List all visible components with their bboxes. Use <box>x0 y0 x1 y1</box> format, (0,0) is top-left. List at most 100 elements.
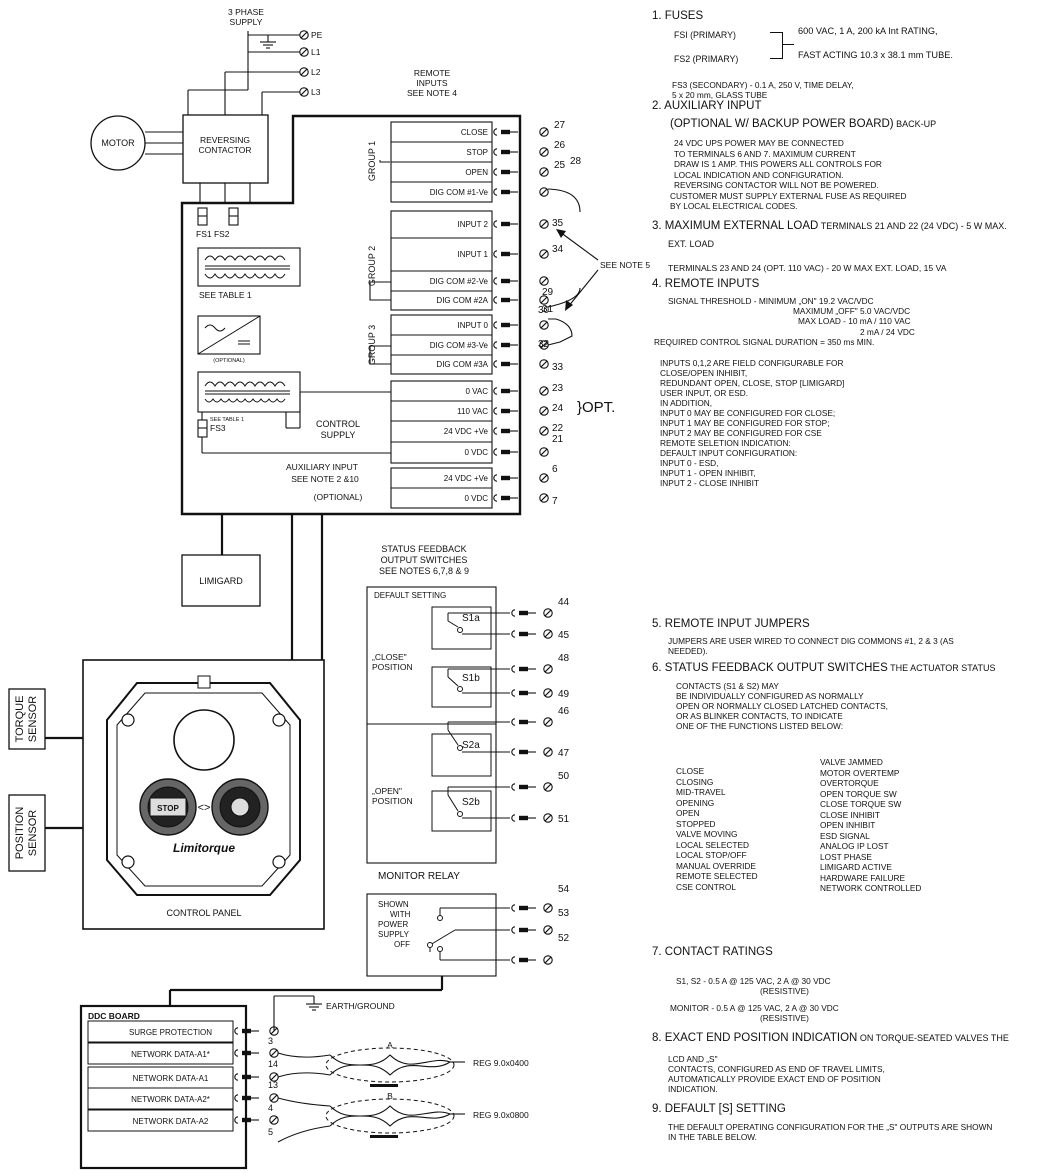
close-position-1: „CLOSE" <box>372 652 407 662</box>
terminal-number: 49 <box>558 689 570 700</box>
terminal-number: 27 <box>554 120 566 131</box>
terminal-number: 25 <box>554 160 566 171</box>
terminal-number: 52 <box>558 933 570 944</box>
connector-icon <box>493 250 519 258</box>
phase-l3: L3 <box>311 87 321 97</box>
input-label: 24 VDC +Ve <box>444 427 489 436</box>
connector-icon <box>511 926 537 934</box>
terminal-icon <box>539 219 549 229</box>
input-label: INPUT 1 <box>457 250 488 259</box>
terminal-icon <box>539 147 549 157</box>
note-line: INPUTS 0,1,2 ARE FIELD CONFIGURABLE FOR <box>660 358 844 368</box>
connector-icon <box>511 718 537 726</box>
see-note-5: SEE NOTE 5 <box>600 260 650 270</box>
input-label: INPUT 0 <box>457 321 488 330</box>
terminal-number: 29 <box>542 287 554 298</box>
position-sensor-box <box>8 794 46 872</box>
note-line: THE DEFAULT OPERATING CONFIGURATION FOR … <box>668 1122 993 1132</box>
monitor-shown-3: POWER <box>378 920 408 929</box>
motor-label: MOTOR <box>101 138 135 148</box>
terminal-icon <box>539 447 549 457</box>
note-1-fs2: FS2 (PRIMARY) <box>674 54 739 64</box>
note-line: MANUAL OVERRIDE <box>676 860 756 871</box>
torque-sensor-2: SENSOR <box>27 696 39 743</box>
note-1-spec-1: 600 VAC, 1 A, 200 kA Int RATING, <box>798 26 938 36</box>
aux-input-3: (OPTIONAL) <box>314 492 363 502</box>
contactor-label-2: CONTACTOR <box>198 145 251 155</box>
note-line: ONE OF THE FUNCTIONS LISTED BELOW: <box>676 721 844 731</box>
earth-ground: EARTH/GROUND <box>326 1001 395 1011</box>
note-9-title: 9. DEFAULT [S] SETTING <box>652 1103 786 1115</box>
cable-b: B REG 9.0x0800 <box>277 1091 529 1143</box>
note-line: STOPPED <box>676 818 716 829</box>
note-2-title: 2. AUXILIARY INPUT <box>652 100 762 112</box>
supply-label-2: SUPPLY <box>230 17 263 27</box>
note-line: CLOSE <box>676 766 705 776</box>
monitor-shown-2: WITH <box>390 910 411 919</box>
note-line: LOCAL STOP/OFF <box>676 850 747 860</box>
terminal-number: 34 <box>552 244 564 255</box>
note-line: LIMIGARD ACTIVE <box>820 862 892 872</box>
terminal-icon <box>269 1115 279 1125</box>
phase-l1: L1 <box>311 47 321 57</box>
terminal-number: 13 <box>268 1080 278 1090</box>
note-2-sub: (OPTIONAL W/ BACKUP POWER BOARD) BACK-UP <box>670 118 937 130</box>
note-line: LOST PHASE <box>820 851 872 862</box>
monitor-relay-label: MONITOR RELAY <box>378 871 460 882</box>
connector-icon <box>511 665 537 673</box>
note-line: ESD SIGNAL <box>820 830 870 841</box>
l1-terminal <box>299 47 309 57</box>
fuses-label: FS1 FS2 <box>196 229 230 239</box>
group-2-label: GROUP 2 <box>367 246 377 286</box>
connector-icon <box>493 448 519 456</box>
switch-box <box>431 790 492 832</box>
terminal-icon <box>539 249 549 259</box>
brand-logo: Limitorque <box>173 841 235 855</box>
note-line: REMOTE SELECTED <box>676 871 758 881</box>
l2-terminal <box>299 67 309 77</box>
motor: MOTOR <box>90 115 146 171</box>
note-4-sig-3: MAX LOAD - 10 mA / 110 VAC <box>798 316 911 326</box>
close-position-2: POSITION <box>372 662 413 672</box>
terminal-number: 30 <box>538 305 550 316</box>
note-line: INPUT 2 MAY BE CONFIGURED FOR CSE <box>660 428 822 438</box>
note-line: OPEN INHIBIT <box>820 820 876 830</box>
input-block <box>390 121 493 509</box>
terminal-icon <box>539 426 549 436</box>
input-label: DIG COM #3A <box>436 360 488 369</box>
cable-b-label: B <box>387 1091 393 1101</box>
control-panel: STOP <> Limitorque CONTROL PANEL <box>82 659 325 930</box>
note-line: 24 VDC UPS POWER MAY BE CONNECTED <box>674 138 844 148</box>
status-feedback-3: SEE NOTES 6,7,8 & 9 <box>379 566 469 576</box>
control-supply-1: CONTROL <box>316 419 360 429</box>
note-line: OPEN <box>676 808 700 818</box>
terminal-number: 3 <box>268 1036 273 1046</box>
monitor-shown-4: SUPPLY <box>378 930 410 939</box>
torque-sensor-box <box>8 688 46 750</box>
note-line: MID-TRAVEL <box>676 787 726 797</box>
note-line: INPUT 1 - OPEN INHIBIT, <box>660 468 756 478</box>
fuse-brace-tick <box>782 44 794 45</box>
terminal-icon <box>539 127 549 137</box>
input-label: 24 VDC +Ve <box>444 474 489 483</box>
remote-inputs-1: REMOTE <box>414 68 451 78</box>
terminal-number: 53 <box>558 908 570 919</box>
note-line: OR AS BLINKER CONTACTS, TO INDICATE <box>676 711 843 721</box>
power-supply-module: (OPTIONAL) <box>197 315 261 364</box>
terminal-icon <box>543 813 553 823</box>
note-line: IN ADDITION, <box>660 398 713 408</box>
note-line: OPENING <box>676 797 715 808</box>
table1-small: SEE TABLE 1 <box>210 417 244 423</box>
note-4-title: 4. REMOTE INPUTS <box>652 278 760 290</box>
limigard-box <box>181 554 261 607</box>
terminal-icon <box>543 717 553 727</box>
terminal-icon <box>543 629 553 639</box>
terminal-number: 35 <box>552 218 564 229</box>
terminal-number: 47 <box>558 748 570 759</box>
terminal-icon <box>539 295 549 305</box>
terminal-icon <box>539 167 549 177</box>
terminal-number: 54 <box>558 884 570 895</box>
monitor-terminals: 54 53 52 <box>511 884 570 965</box>
